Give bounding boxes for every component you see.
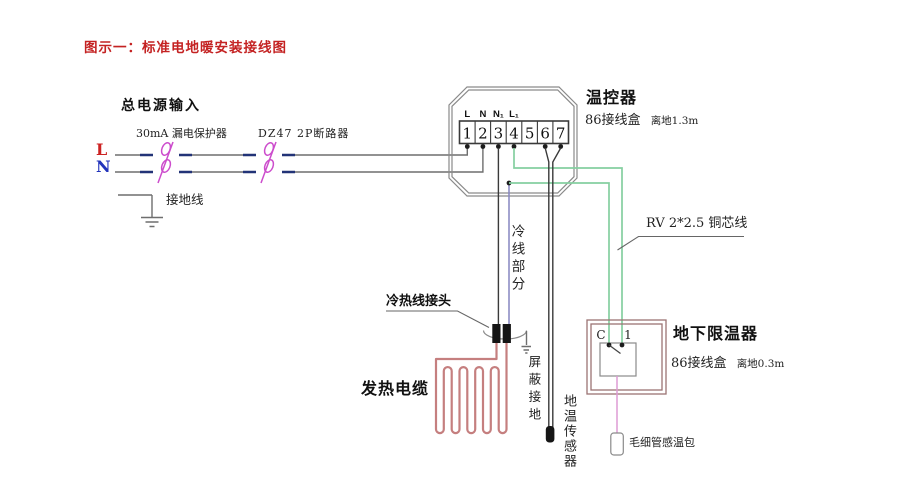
terminal-strip: 1 2 3 4 5 6 7 L N N₁ L₁: [458, 109, 570, 145]
terminal-1: 1: [463, 125, 473, 143]
limiter-return-wire: [509, 182, 610, 345]
limiter-switch: [608, 344, 621, 355]
thermostat-name: 温控器: [586, 90, 638, 107]
rv-leader-line: [617, 235, 744, 251]
terminal-label-n: N: [479, 109, 486, 120]
rv-wire-label: RV 2*2.5 铜芯线: [646, 216, 748, 231]
limiter-terminal-1: 1: [624, 328, 632, 342]
heating-cable-path: [434, 343, 508, 435]
thermostat-box-text: 86接线盒: [585, 113, 641, 128]
sensor-wire: [544, 147, 562, 428]
breaker-contact-dashes: [140, 153, 295, 174]
limiter-box-label: 86接线盒 离地0.3m: [671, 356, 785, 372]
terminal-4: 4: [509, 125, 519, 143]
joint-connector: [482, 324, 528, 343]
terminal-dots: [464, 144, 564, 149]
thermostat-box-label: 86接线盒 离地1.3m: [585, 113, 699, 129]
terminal-2: 2: [478, 125, 488, 143]
power-lines: [115, 146, 484, 173]
mcb-label: DZ47 2P断路器: [258, 127, 350, 140]
limiter-name: 地下限温器: [673, 326, 759, 343]
shield-ground-label: 屏蔽接地: [526, 355, 542, 425]
joint-leader-line: [386, 310, 490, 328]
limiter-box: C 1: [586, 319, 667, 395]
line-l-label: L: [96, 140, 108, 159]
terminal-3: 3: [494, 125, 504, 143]
earth-ground-icon: [118, 194, 163, 228]
page-title: 图示一：标准电地暖安装接线图: [84, 40, 287, 55]
capillary-label: 毛细管感温包: [629, 436, 695, 449]
terminal-5: 5: [525, 125, 535, 143]
heating-cable-label: 发热电缆: [361, 381, 430, 398]
capillary-bulb: [610, 432, 624, 456]
terminal-6: 6: [540, 125, 550, 143]
mcb-breaker-icon: [260, 141, 277, 184]
terminal-7: 7: [556, 125, 566, 143]
joint-label: 冷热线接头: [386, 293, 452, 308]
limiter-feed-wire: [513, 148, 623, 345]
terminal-label-n1: N₁: [493, 109, 504, 120]
limiter-box-text: 86接线盒: [671, 356, 727, 371]
line-n-label: N: [96, 157, 111, 176]
floor-sensor-label: 地温传感器: [560, 394, 576, 469]
cold-section-label: 冷线部分: [508, 224, 525, 294]
limiter-height-text: 离地0.3m: [736, 358, 785, 370]
thermostat-height-text: 离地1.3m: [650, 115, 699, 127]
ground-wire-label: 接地线: [166, 192, 204, 207]
rcd-label: 30mA 漏电保护器: [136, 127, 227, 140]
thermostat-outline: [448, 86, 578, 197]
terminal-label-l1: L₁: [509, 109, 519, 120]
rcd-breaker-icon: [157, 141, 174, 184]
limiter-terminal-c: C: [596, 328, 605, 342]
main-power-heading: 总电源输入: [121, 97, 201, 113]
sensor-probe: [545, 426, 555, 443]
shield-ground-icon: [521, 331, 531, 354]
terminal-label-l: L: [464, 109, 470, 120]
